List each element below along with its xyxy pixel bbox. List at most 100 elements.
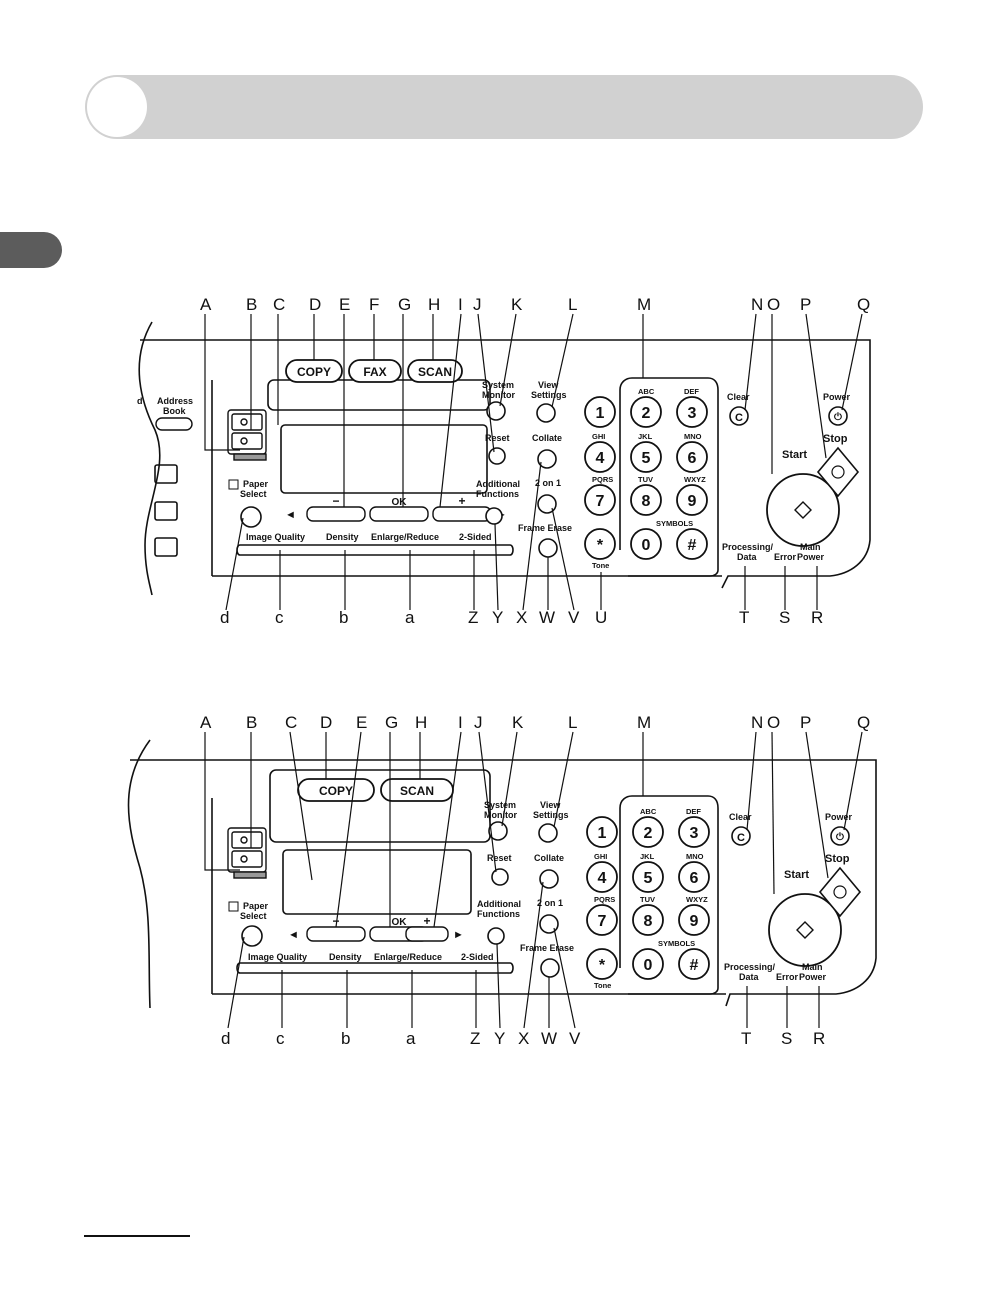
keypad-key-10[interactable] — [630, 528, 662, 560]
svg-text:Book: Book — [163, 406, 186, 416]
keypad-key-1[interactable] — [630, 396, 662, 428]
collate-button[interactable] — [537, 449, 557, 469]
keypad-key-label: # — [688, 537, 697, 554]
keypad-key-4[interactable] — [632, 861, 664, 893]
two-on-one-button[interactable] — [539, 914, 559, 934]
stop-icon — [831, 465, 845, 479]
svg-text:Address: Address — [157, 396, 193, 406]
keypad-key-0[interactable] — [584, 396, 616, 428]
paper-select-button[interactable] — [241, 925, 263, 947]
view-settings-button[interactable] — [536, 403, 556, 423]
system-monitor-button[interactable] — [486, 401, 506, 421]
mode-keys: COPY FAX SCAN — [285, 359, 463, 383]
keypad-key-label: 7 — [596, 493, 605, 510]
callout-K: K — [511, 295, 523, 314]
plus-button[interactable] — [405, 926, 449, 942]
callout-M: M — [637, 295, 651, 314]
copy-button[interactable] — [297, 778, 375, 802]
svg-text:Paper: Paper — [243, 901, 269, 911]
svg-text:SCAN: SCAN — [400, 784, 434, 798]
minus-button[interactable] — [306, 926, 366, 942]
plus-button[interactable] — [432, 506, 492, 522]
keypad-key-10[interactable] — [632, 948, 664, 980]
additional-functions-button[interactable] — [487, 927, 505, 945]
keypad-key-7[interactable] — [630, 484, 662, 516]
additional-functions-button[interactable] — [485, 507, 503, 525]
ok-button[interactable] — [369, 506, 429, 522]
callout-B: B — [246, 295, 257, 314]
svg-text:Collate: Collate — [534, 853, 564, 863]
callout-R: R — [811, 608, 823, 627]
scan-button[interactable] — [407, 359, 463, 383]
collate-button[interactable] — [539, 869, 559, 889]
stop-button[interactable] — [816, 446, 860, 498]
callout-W: W — [541, 1029, 557, 1048]
frame-erase-button[interactable] — [540, 958, 560, 978]
keypad-key-0[interactable] — [586, 816, 618, 848]
svg-text:Start: Start — [782, 449, 807, 461]
control-panel-diagram-copy-scan-model: A B C D E G H I J K L M N O P Q COPY — [127, 713, 877, 1048]
callout-V: V — [568, 608, 580, 627]
svg-text:Density: Density — [326, 532, 359, 542]
leader-lines — [204, 313, 863, 611]
keypad-key-3[interactable] — [584, 441, 616, 473]
keypad-key-5[interactable] — [676, 441, 708, 473]
svg-text:FAX: FAX — [363, 365, 386, 379]
stop-button[interactable] — [818, 866, 862, 918]
callout-I: I — [458, 713, 463, 732]
start-button[interactable] — [768, 893, 842, 967]
reset-button[interactable] — [491, 868, 509, 886]
keypad-key-letters: PQRS — [594, 895, 615, 904]
start-button[interactable] — [766, 473, 840, 547]
svg-text:COPY: COPY — [319, 784, 353, 798]
keypad-key-letters: ABC — [640, 807, 657, 816]
clear-button[interactable] — [729, 406, 749, 426]
one-touch-panel[interactable] — [227, 827, 267, 879]
keypad-key-11[interactable] — [676, 528, 708, 560]
callout-A: A — [200, 713, 212, 732]
section-number-circle — [87, 77, 147, 137]
keypad-key-letters: TUV — [638, 475, 653, 484]
svg-text:Power: Power — [823, 392, 851, 402]
keypad-key-label: 7 — [598, 913, 607, 930]
keypad-key-4[interactable] — [630, 441, 662, 473]
reset-button[interactable] — [488, 447, 506, 465]
callout-K: K — [512, 713, 524, 732]
minus-button[interactable] — [306, 506, 366, 522]
callout-O: O — [767, 713, 780, 732]
callout-N: N — [751, 295, 763, 314]
keypad-key-11[interactable] — [678, 948, 710, 980]
keypad-key-6[interactable] — [584, 484, 616, 516]
fax-button[interactable] — [348, 359, 402, 383]
power-button[interactable] — [830, 826, 850, 846]
control-panel-diagram-fax-model: A B C D E F G H I J K L M N O P Q d Addr… — [137, 295, 871, 627]
frame-erase-button[interactable] — [538, 538, 558, 558]
one-touch-panel[interactable] — [227, 409, 267, 461]
keypad-key-5[interactable] — [678, 861, 710, 893]
keypad-key-2[interactable] — [676, 396, 708, 428]
address-book-button[interactable] — [155, 417, 193, 431]
keypad-key-letters: ABC — [638, 387, 655, 396]
keypad-key-6[interactable] — [586, 904, 618, 936]
system-monitor-button[interactable] — [488, 821, 508, 841]
keypad-key-2[interactable] — [678, 816, 710, 848]
svg-text:Functions: Functions — [477, 909, 520, 919]
function-labels: Image Quality Density Enlarge/Reduce 2-S… — [248, 952, 494, 962]
two-on-one-button[interactable] — [537, 494, 557, 514]
keypad-key-1[interactable] — [632, 816, 664, 848]
keypad-key-7[interactable] — [632, 904, 664, 936]
svg-text:Settings: Settings — [531, 390, 567, 400]
svg-text:Enlarge/Reduce: Enlarge/Reduce — [371, 532, 439, 542]
view-settings-button[interactable] — [538, 823, 558, 843]
paper-select-button[interactable] — [240, 506, 262, 528]
keypad-key-9[interactable] — [586, 948, 618, 980]
clear-button[interactable] — [731, 826, 751, 846]
svg-text:Power: Power — [799, 972, 827, 982]
keypad-key-3[interactable] — [586, 861, 618, 893]
callout-Q: Q — [857, 713, 870, 732]
keypad-key-label: 6 — [690, 870, 699, 887]
keypad-key-8[interactable] — [678, 904, 710, 936]
power-button[interactable] — [828, 406, 848, 426]
keypad-key-9[interactable] — [584, 528, 616, 560]
keypad-key-8[interactable] — [676, 484, 708, 516]
